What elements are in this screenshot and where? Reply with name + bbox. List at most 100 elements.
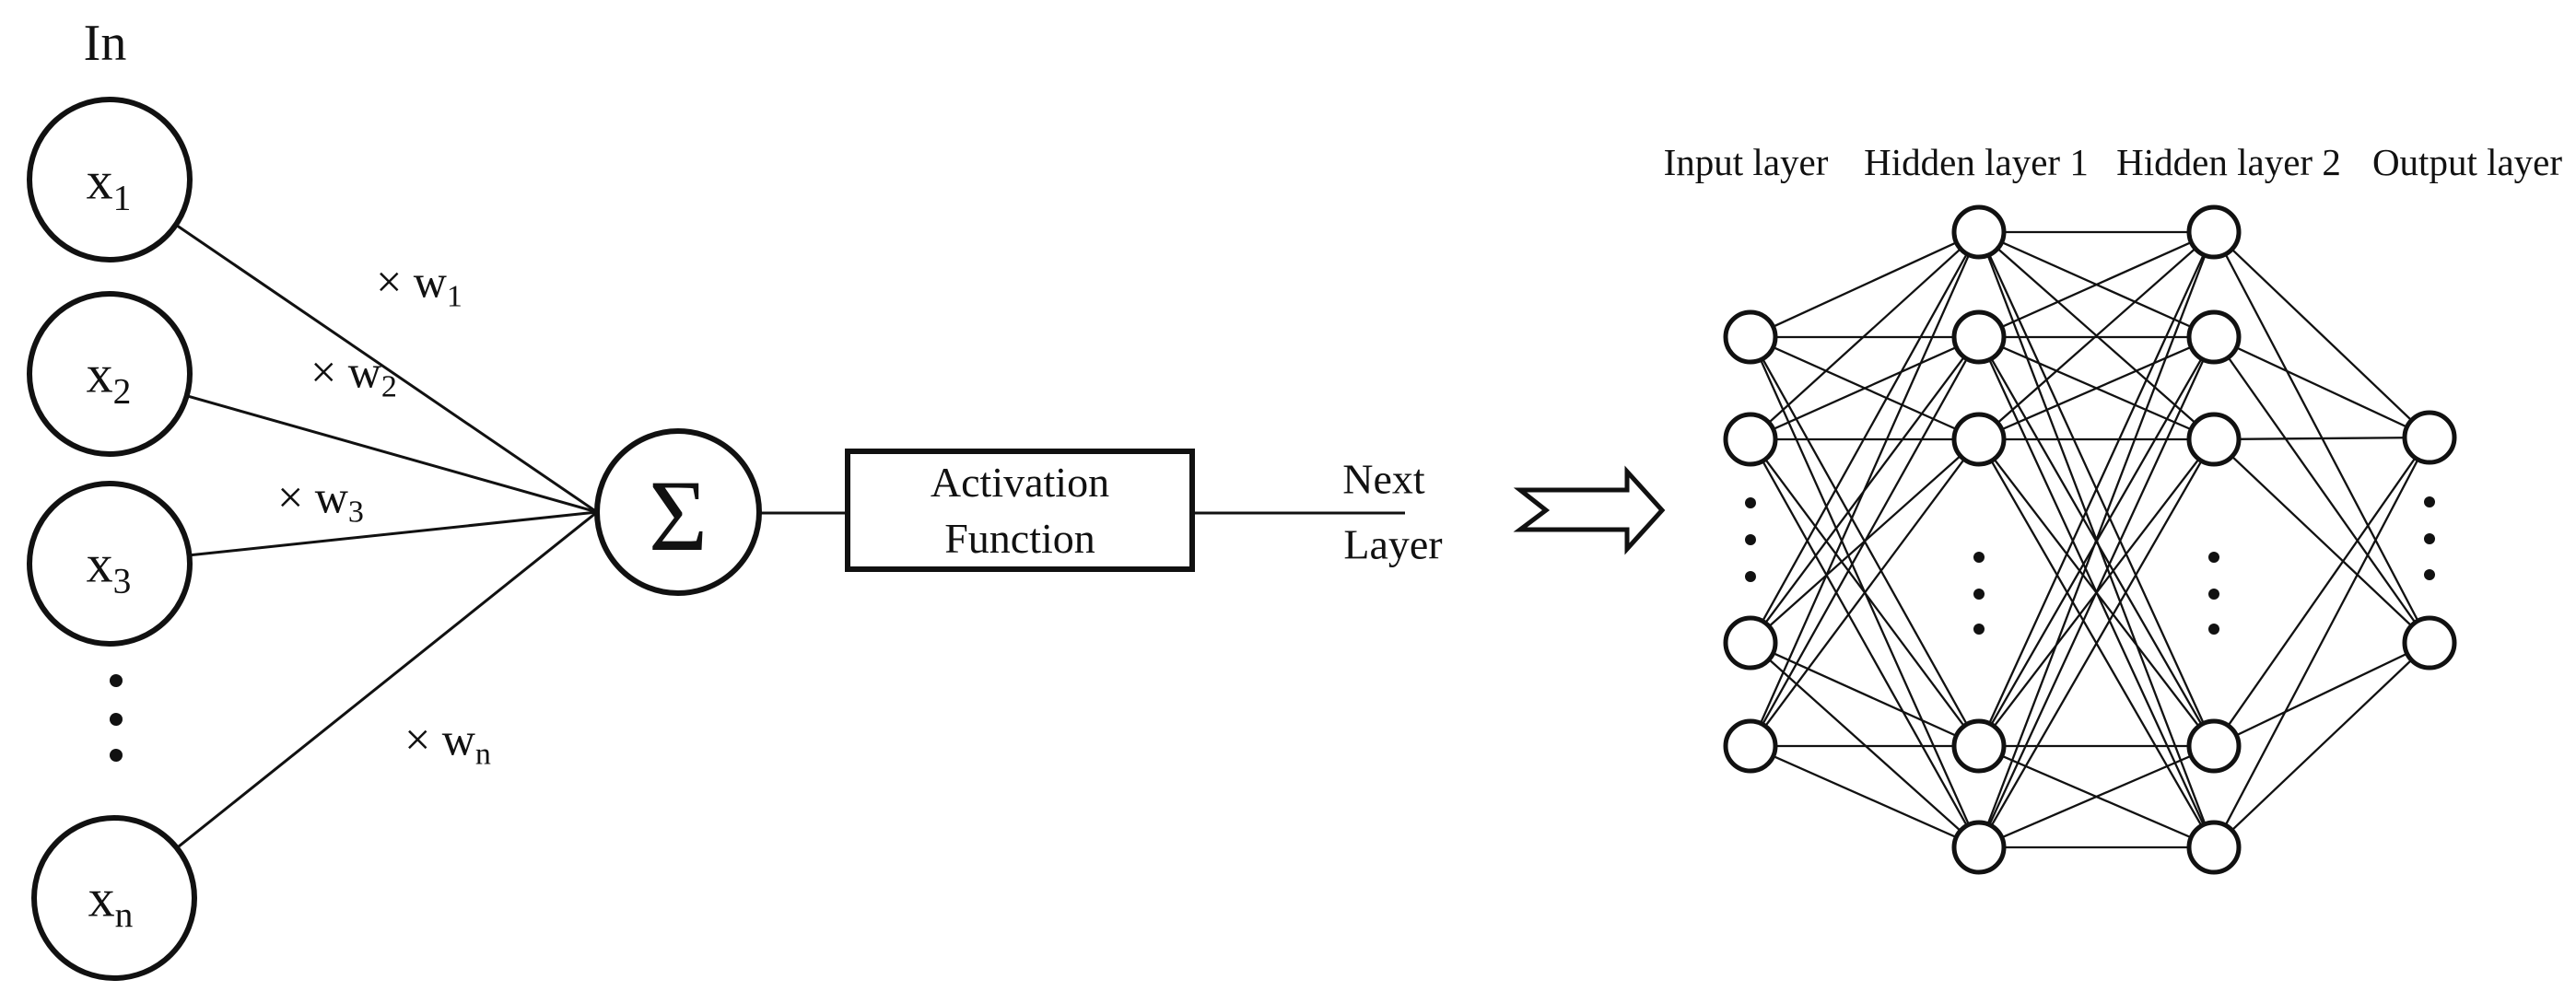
network-edge bbox=[2213, 231, 2430, 438]
weighted-input-line-1 bbox=[109, 178, 598, 514]
activation-label-line2: Function bbox=[944, 515, 1095, 562]
network-ellipsis-dot bbox=[2424, 533, 2435, 544]
network-edge bbox=[1978, 335, 2215, 441]
network-ellipsis-dot bbox=[1973, 552, 1985, 563]
right-block-arrow-icon bbox=[1513, 465, 1666, 555]
input-node-xn-circle bbox=[31, 815, 197, 981]
network-edge bbox=[2213, 437, 2430, 747]
label-sub: 2 bbox=[381, 369, 397, 404]
layer-label-hidden2: Hidden layer 2 bbox=[2116, 141, 2341, 183]
network-node-layer2 bbox=[2186, 412, 2242, 467]
network-edge bbox=[2213, 642, 2430, 848]
network-edge bbox=[1750, 641, 1980, 748]
network-edge bbox=[1749, 231, 1981, 747]
next-layer-label-line2: Layer bbox=[1343, 520, 1443, 568]
label-base: x bbox=[86, 344, 113, 404]
network-edge bbox=[1978, 438, 2215, 848]
input-node-x2-circle bbox=[27, 291, 193, 457]
network-ellipsis-dot bbox=[2208, 624, 2219, 635]
input-node-label-x3: x3 bbox=[87, 533, 132, 602]
activation-function-box bbox=[845, 449, 1195, 572]
network-node-layer3 bbox=[2402, 615, 2457, 671]
network-node-layer0 bbox=[1723, 412, 1778, 467]
label-base: x bbox=[86, 533, 113, 594]
label-base: × w bbox=[404, 713, 475, 765]
network-edge bbox=[1978, 231, 2215, 440]
label-base: × w bbox=[376, 255, 447, 308]
network-ellipsis-dot bbox=[1745, 534, 1756, 545]
network-node-layer1 bbox=[1951, 412, 2007, 467]
network-edge bbox=[1750, 744, 1980, 849]
network-node-layer2 bbox=[2186, 718, 2242, 774]
network-node-layer0 bbox=[1723, 615, 1778, 671]
next-layer-label-line1: Next bbox=[1342, 455, 1425, 503]
network-edge bbox=[2212, 437, 2431, 848]
label-sub: 3 bbox=[347, 495, 364, 530]
input-node-x1-circle bbox=[27, 97, 193, 262]
label-base: x bbox=[88, 868, 115, 928]
input-ellipsis-dots bbox=[110, 674, 123, 762]
weight-label-wn: × wn bbox=[404, 712, 491, 772]
network-node-layer2 bbox=[2186, 309, 2242, 365]
label-sub: 1 bbox=[446, 279, 463, 314]
network-edge bbox=[1749, 231, 1981, 644]
network-ellipsis-dot bbox=[2424, 496, 2435, 507]
network-ellipsis-dot bbox=[1973, 624, 1985, 635]
layer-label-output: Output layer bbox=[2371, 141, 2563, 183]
network-nodes bbox=[1723, 204, 2457, 875]
network-ellipsis-dot bbox=[1745, 571, 1756, 582]
network-ellipsis-dot bbox=[2208, 589, 2219, 600]
network-edge bbox=[1750, 230, 1980, 339]
network-node-layer1 bbox=[1951, 718, 2007, 774]
network-node-layer2 bbox=[2186, 204, 2242, 260]
network-edges bbox=[1749, 230, 2431, 849]
network-edge bbox=[1749, 336, 1981, 747]
network-edge bbox=[2213, 436, 2430, 441]
input-caption: In bbox=[83, 15, 127, 72]
weight-label-w3: × w3 bbox=[277, 470, 364, 530]
layer-label-hidden1: Hidden layer 1 bbox=[1864, 141, 2089, 183]
network-edge bbox=[1750, 438, 1980, 747]
network-node-layer1 bbox=[1951, 820, 2007, 875]
label-sub: 1 bbox=[112, 177, 132, 218]
input-node-label-xn: xn bbox=[88, 868, 134, 937]
input-node-x3-circle bbox=[27, 481, 193, 647]
network-node-layer0 bbox=[1723, 309, 1778, 365]
input-node-label-x1: x1 bbox=[87, 150, 132, 219]
network-edge bbox=[1749, 438, 1981, 848]
input-node-label-x2: x2 bbox=[87, 344, 132, 413]
activation-label-line1: Activation bbox=[930, 459, 1110, 506]
network-edge bbox=[1978, 744, 2215, 849]
network-node-layer3 bbox=[2402, 410, 2457, 465]
activation-function-label: Activation Function bbox=[848, 451, 1192, 569]
network-node-layer2 bbox=[2186, 820, 2242, 875]
label-sub: n bbox=[114, 894, 134, 936]
weight-label-w2: × w2 bbox=[310, 344, 397, 404]
network-edge bbox=[2213, 335, 2430, 439]
label-base: × w bbox=[310, 345, 381, 398]
network-ellipsis-dot bbox=[2424, 569, 2435, 580]
network-edge bbox=[2213, 336, 2430, 644]
network-edge bbox=[1750, 335, 1980, 441]
label-sub: 2 bbox=[112, 370, 132, 412]
ellipsis-dot bbox=[110, 713, 123, 726]
network-edge bbox=[1750, 231, 1980, 440]
network-edge bbox=[1978, 230, 2215, 339]
ellipsis-dot bbox=[110, 749, 123, 762]
network-edge bbox=[1977, 336, 2216, 848]
label-sub: n bbox=[474, 737, 491, 772]
network-edge bbox=[2213, 641, 2430, 748]
label-base: × w bbox=[277, 471, 348, 523]
network-ellipsis-dot bbox=[1745, 497, 1756, 508]
network-edge bbox=[2213, 438, 2430, 644]
network-ellipsis-dot bbox=[2208, 552, 2219, 563]
label-sub: 3 bbox=[112, 560, 132, 601]
sum-symbol: Σ bbox=[648, 460, 708, 572]
network-edge bbox=[1977, 231, 2216, 747]
network-edge bbox=[1977, 231, 2216, 848]
neuron-input-nodes bbox=[27, 97, 197, 981]
network-ellipsis-dot bbox=[1973, 589, 1985, 600]
label-base: x bbox=[86, 150, 113, 211]
